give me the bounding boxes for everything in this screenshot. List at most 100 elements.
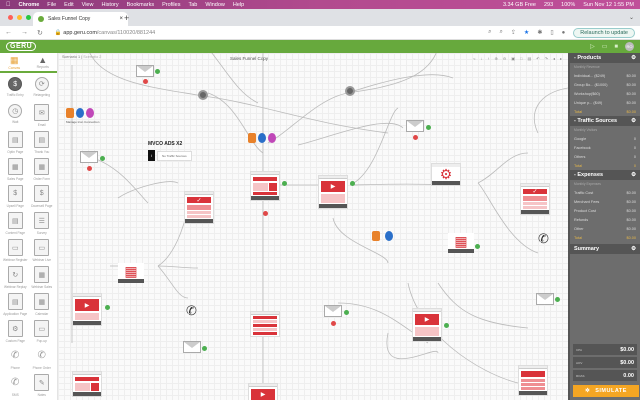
camera-icon[interactable]: ■ — [614, 43, 618, 50]
survey-page-node[interactable] — [250, 311, 280, 337]
tab-reports[interactable]: ▲ Reports — [29, 53, 58, 71]
zoom-out-icon[interactable]: ⊖ — [502, 56, 507, 61]
zoom-in-icon[interactable]: ⊕ — [494, 56, 498, 61]
yes-connector[interactable] — [155, 69, 160, 74]
close-tab-icon[interactable]: × — [119, 16, 123, 22]
sales-video-page-right-node[interactable]: ▶ — [412, 308, 442, 342]
close-window-button[interactable] — [8, 15, 13, 20]
no-connector[interactable] — [263, 211, 268, 216]
traffic-source-group-2[interactable] — [248, 133, 276, 143]
product-row[interactable]: Workshop($60)$0.00 — [574, 91, 636, 96]
yes-connector[interactable] — [105, 305, 110, 310]
expense-row[interactable]: Refunds$0.00 — [574, 217, 636, 222]
menu-window[interactable]: Window — [200, 1, 225, 8]
funnel-canvas[interactable]: Scenario 1 | Scenario 2 Sales Funnel Cop… — [58, 53, 568, 400]
expense-row[interactable]: Traffic Cost$0.00 — [574, 190, 636, 195]
element-webinar-sales[interactable]: ▦Webinar Sales — [29, 266, 56, 291]
menu-history[interactable]: History — [96, 1, 118, 8]
element-webinar-replay[interactable]: ↻Webinar Replay — [2, 266, 29, 291]
element-wait[interactable]: ◷Wait — [2, 104, 29, 129]
avatar[interactable]: RO — [625, 42, 634, 51]
tab-canvas[interactable]: ▦ Canvas — [0, 53, 29, 71]
fit-icon[interactable]: ▣ — [511, 56, 516, 61]
select-icon[interactable]: □ — [520, 56, 523, 61]
order-form-node[interactable] — [250, 171, 280, 201]
apple-icon[interactable]:  — [6, 2, 11, 8]
product-row[interactable]: Unique p... ($49)$0.00 — [574, 100, 636, 105]
element-upsell-page[interactable]: $Upsell Page — [2, 185, 29, 210]
yes-connector[interactable] — [282, 181, 287, 186]
calendar-node-right[interactable]: ▦ — [448, 233, 474, 253]
sticky-note[interactable]: MVCO ADS X2 i No Traffic Sources — [148, 141, 192, 161]
expense-row[interactable]: Other$0.00 — [574, 226, 636, 231]
phone-node-right[interactable]: ✆ — [538, 231, 549, 247]
table-page-node[interactable] — [518, 365, 548, 396]
download-icon[interactable]: ↓ — [480, 56, 483, 61]
extensions-icon[interactable]: ✱ — [537, 30, 543, 36]
element-phone-order[interactable]: ✆Phone Order — [29, 347, 56, 372]
element-retargeting[interactable]: ⟳Retargeting — [29, 77, 56, 102]
wait-node-2[interactable] — [345, 86, 355, 96]
traffic-source-group-1[interactable] — [66, 108, 94, 118]
sales-video-page-bottom-node[interactable]: ▶ — [248, 383, 278, 400]
new-tab-button[interactable]: + — [124, 13, 130, 23]
element-application-page[interactable]: ▤Application Page — [2, 293, 29, 318]
thank-you-page-node[interactable]: ✓ — [184, 191, 214, 224]
clock[interactable]: Sun Nov 12 1:55 PM — [583, 1, 634, 8]
email-node-top[interactable] — [136, 65, 154, 77]
no-connector[interactable] — [413, 135, 418, 140]
upload-icon[interactable]: ↑ — [487, 56, 490, 61]
yes-connector[interactable] — [344, 310, 349, 315]
search-icon[interactable]: ⌕ — [499, 29, 503, 35]
element-traffic-entry[interactable]: $Traffic Entry — [2, 77, 29, 102]
reload-icon[interactable]: ↻ — [37, 29, 43, 37]
undo-icon[interactable]: ↶ — [536, 56, 540, 61]
menu-edit[interactable]: Edit — [59, 1, 73, 8]
back-icon[interactable]: ← — [5, 28, 12, 36]
minimize-window-button[interactable] — [17, 15, 22, 20]
element-custom-page[interactable]: ⚙Custom Page — [2, 320, 29, 345]
thank-you-page-right-node[interactable]: ✓ — [520, 183, 550, 215]
sidepanel-icon[interactable]: ▯ — [550, 30, 554, 36]
forward-icon[interactable]: → — [21, 28, 28, 36]
yes-connector[interactable] — [100, 156, 105, 161]
wait-node-1[interactable] — [198, 90, 208, 100]
element-popup[interactable]: ▭Pop-up — [29, 320, 56, 345]
element-calendar[interactable]: ▦Calendar — [29, 293, 56, 318]
custom-page-node[interactable]: ⚙ — [431, 163, 461, 186]
url-field[interactable]: 🔒 app.geru.com/canvas/110020/881244 — [54, 29, 156, 36]
no-connector[interactable] — [143, 79, 148, 84]
email-node-left[interactable] — [80, 151, 98, 163]
gear-icon[interactable]: ⚙ — [631, 55, 636, 61]
zoom-icon[interactable]: ⌕ — [488, 29, 492, 35]
yes-connector[interactable] — [444, 323, 449, 328]
maximize-window-button[interactable] — [26, 15, 31, 20]
email-node-right[interactable] — [536, 293, 554, 305]
no-connector[interactable] — [331, 321, 336, 326]
product-row[interactable]: Individual... ($249)$0.00 — [574, 73, 636, 78]
yes-connector[interactable] — [426, 125, 431, 130]
element-phone[interactable]: ✆Phone — [2, 347, 29, 372]
menu-file[interactable]: File — [42, 1, 56, 8]
redo-icon[interactable]: ↷ — [544, 56, 548, 61]
traffic-source-group-3[interactable] — [372, 231, 393, 241]
element-sms[interactable]: ✆SMS — [2, 374, 29, 399]
phone-node[interactable]: ✆ — [186, 303, 197, 319]
prev-icon[interactable]: ◂ — [552, 56, 555, 61]
element-optin-page[interactable]: ▤Optin Page — [2, 131, 29, 156]
relaunch-button[interactable]: Relaunch to update — [573, 27, 635, 38]
element-thank-you[interactable]: ▤Thank You — [29, 131, 56, 156]
element-email[interactable]: ✉Email — [29, 104, 56, 129]
menu-help[interactable]: Help — [228, 1, 244, 8]
tab-search-chevron-icon[interactable]: ⌄ — [628, 15, 634, 21]
scenario-1-tab[interactable]: Scenario 1 — [62, 55, 81, 59]
expense-row[interactable]: Product Cost$0.00 — [574, 208, 636, 213]
yes-connector[interactable] — [555, 297, 560, 302]
browser-tab[interactable]: Sales Funnel Copy × — [33, 12, 128, 26]
no-connector[interactable] — [87, 166, 92, 171]
element-webinar-register[interactable]: ▭Webinar Register — [2, 239, 29, 264]
share-icon[interactable]: ⇪ — [510, 30, 516, 36]
